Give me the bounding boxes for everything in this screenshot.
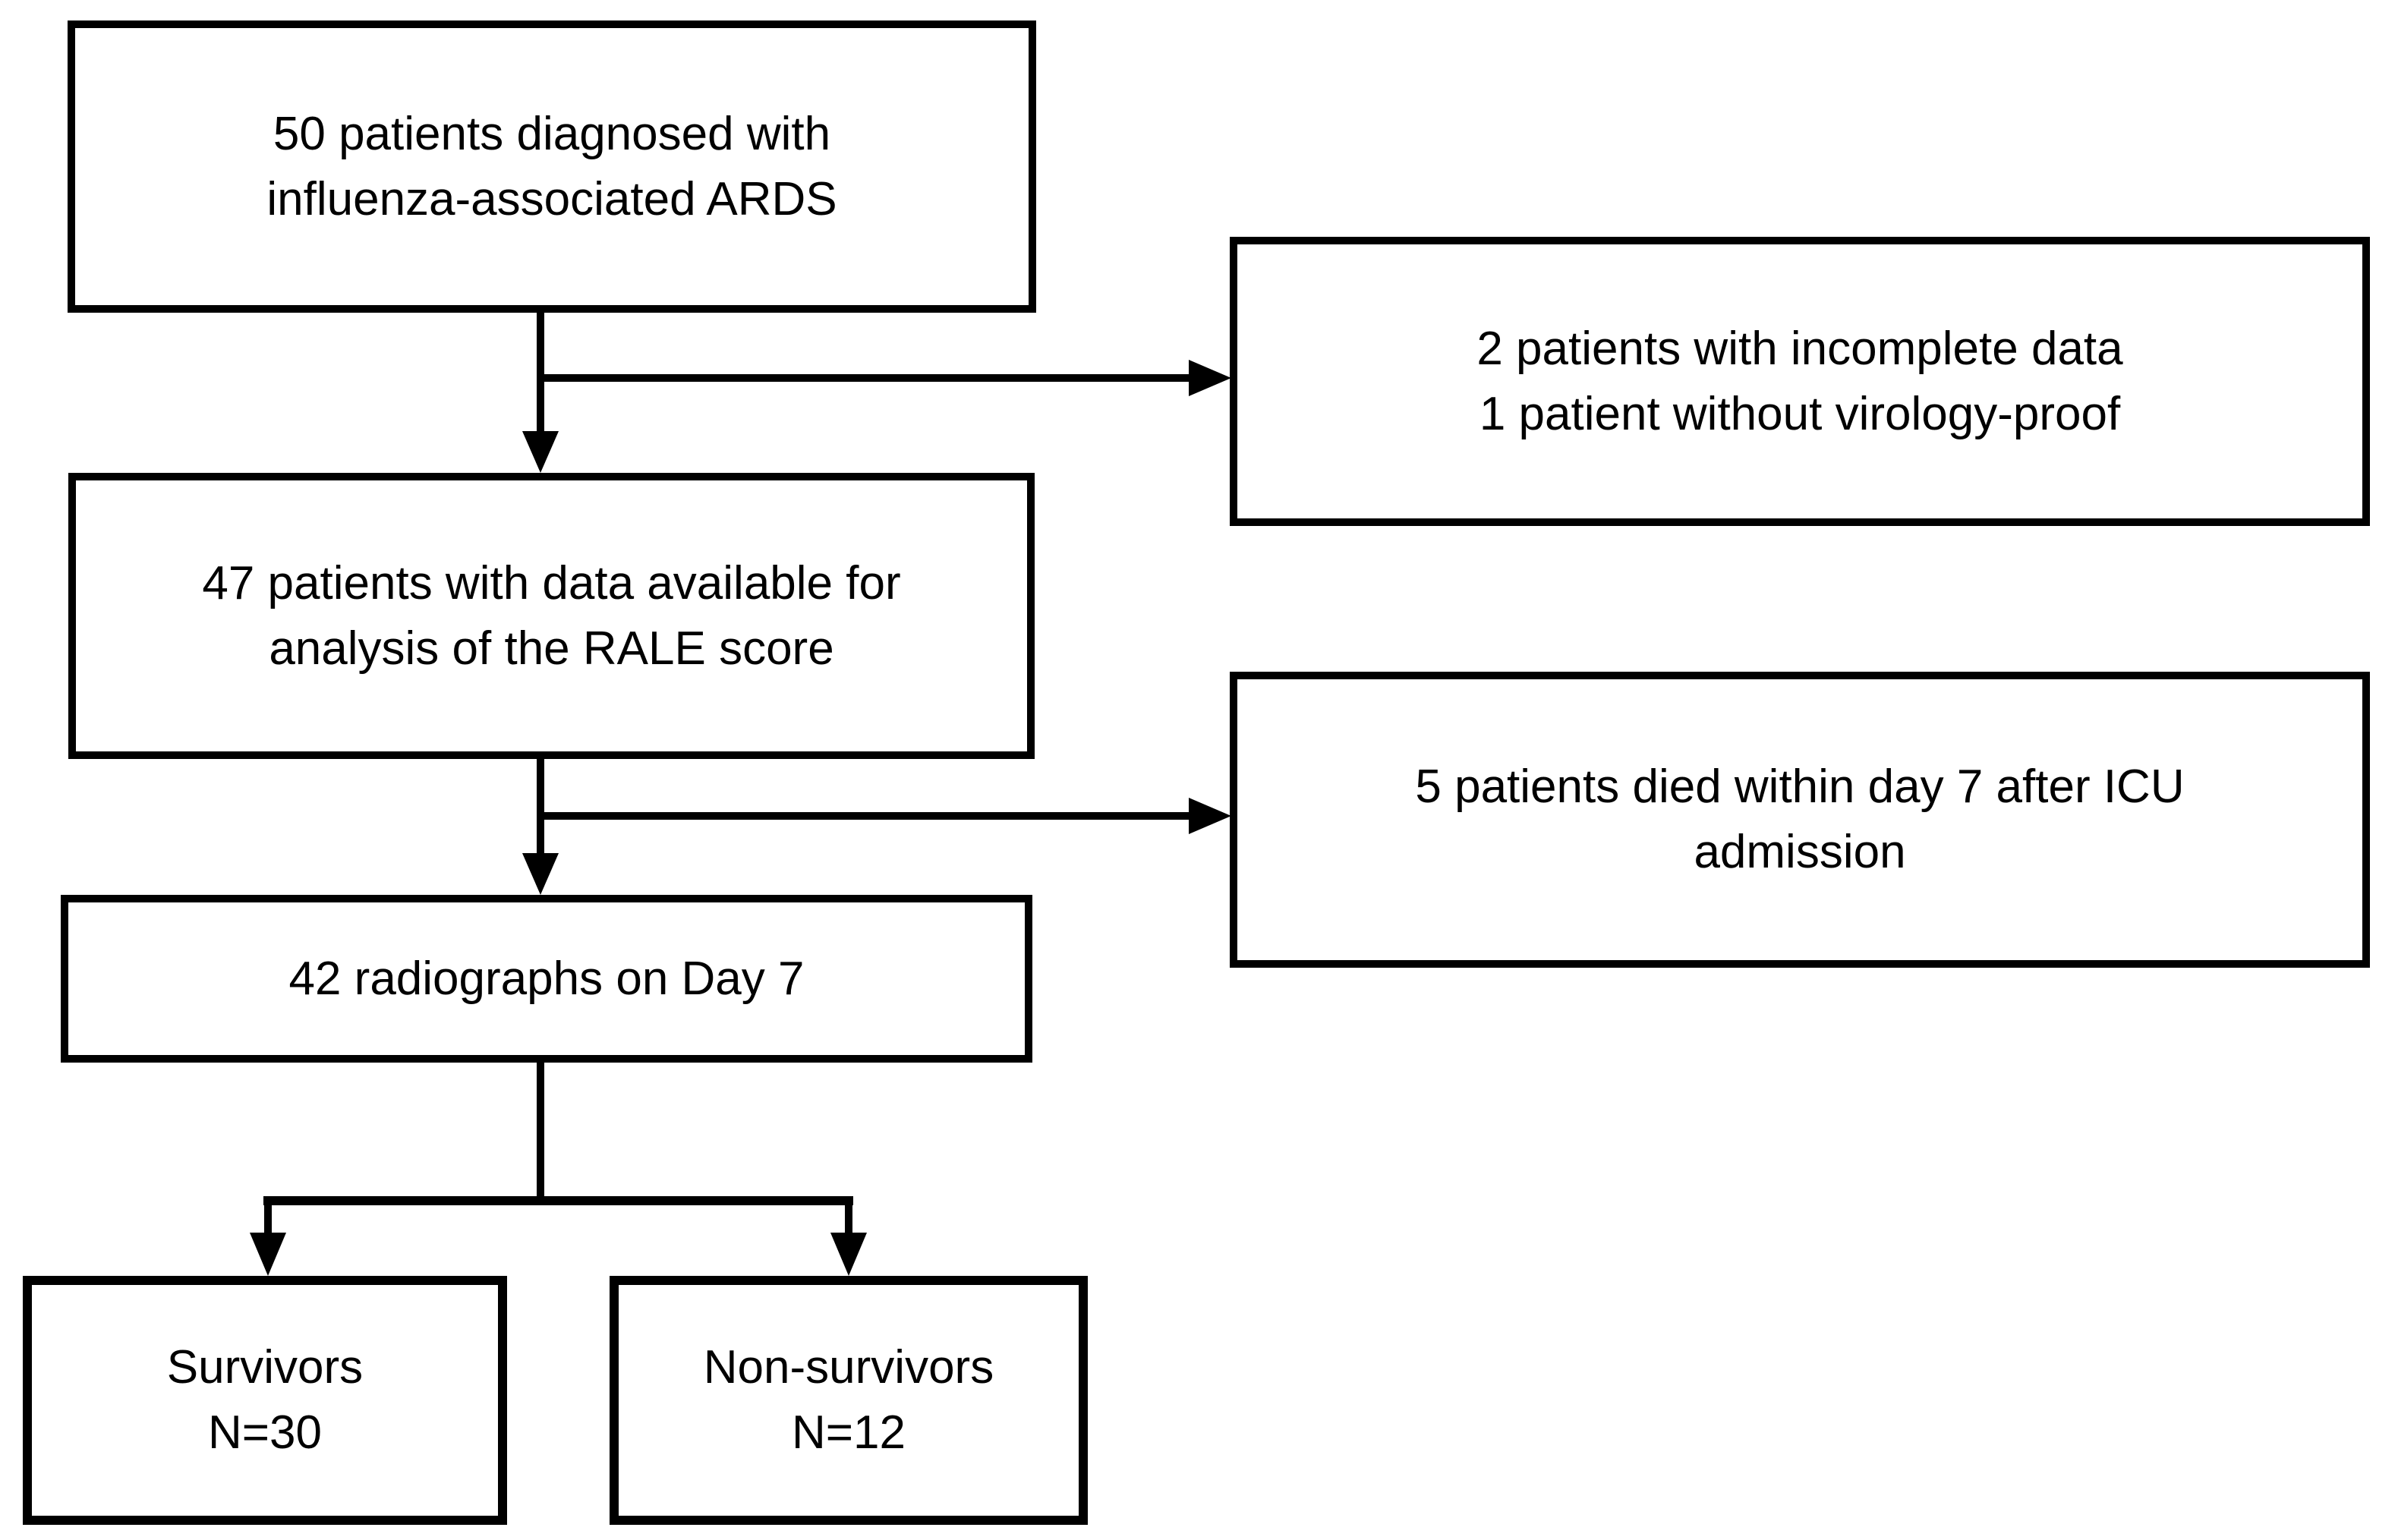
box-radiographs-line-1: 42 radiographs on Day 7: [288, 952, 805, 1005]
box-survivors-line-2: N=30: [208, 1406, 322, 1459]
arrow-branch-died-head: [1189, 798, 1231, 834]
box-rale: 47 patients with data available for anal…: [68, 473, 1035, 759]
arrow-diagnosed-to-rale-head: [522, 431, 559, 473]
box-survivors-line-1: Survivors: [166, 1341, 364, 1394]
box-nonsurvivors-line-2: N=12: [792, 1406, 906, 1459]
arrow-branch-excluded-head: [1189, 360, 1231, 396]
box-died-line-2: admission: [1694, 826, 1906, 878]
arrow-to-nonsurvivors-head: [830, 1233, 867, 1276]
box-excluded-line-2: 1 patient without virology-proof: [1479, 387, 2121, 440]
box-radiographs: 42 radiographs on Day 7: [61, 895, 1032, 1063]
box-diagnosed: 50 patients diagnosed with influenza-ass…: [68, 20, 1036, 313]
box-diagnosed-line-1: 50 patients diagnosed with: [273, 107, 831, 160]
box-survivors: Survivors N=30: [23, 1276, 507, 1525]
box-excluded-line-1: 2 patients with incomplete data: [1476, 322, 2123, 375]
box-nonsurvivors-line-1: Non-survivors: [703, 1341, 994, 1394]
box-died: 5 patients died within day 7 after ICU a…: [1230, 672, 2370, 968]
box-rale-line-1: 47 patients with data available for: [202, 556, 901, 609]
box-diagnosed-line-2: influenza-associated ARDS: [266, 172, 837, 225]
box-died-line-1: 5 patients died within day 7 after ICU: [1415, 761, 2185, 813]
box-rale-line-2: analysis of the RALE score: [269, 622, 834, 675]
arrow-rale-to-radiographs-head: [522, 853, 559, 895]
box-nonsurvivors: Non-survivors N=12: [610, 1276, 1088, 1525]
box-excluded: 2 patients with incomplete data 1 patien…: [1230, 237, 2370, 526]
arrow-to-survivors-head: [250, 1233, 286, 1276]
